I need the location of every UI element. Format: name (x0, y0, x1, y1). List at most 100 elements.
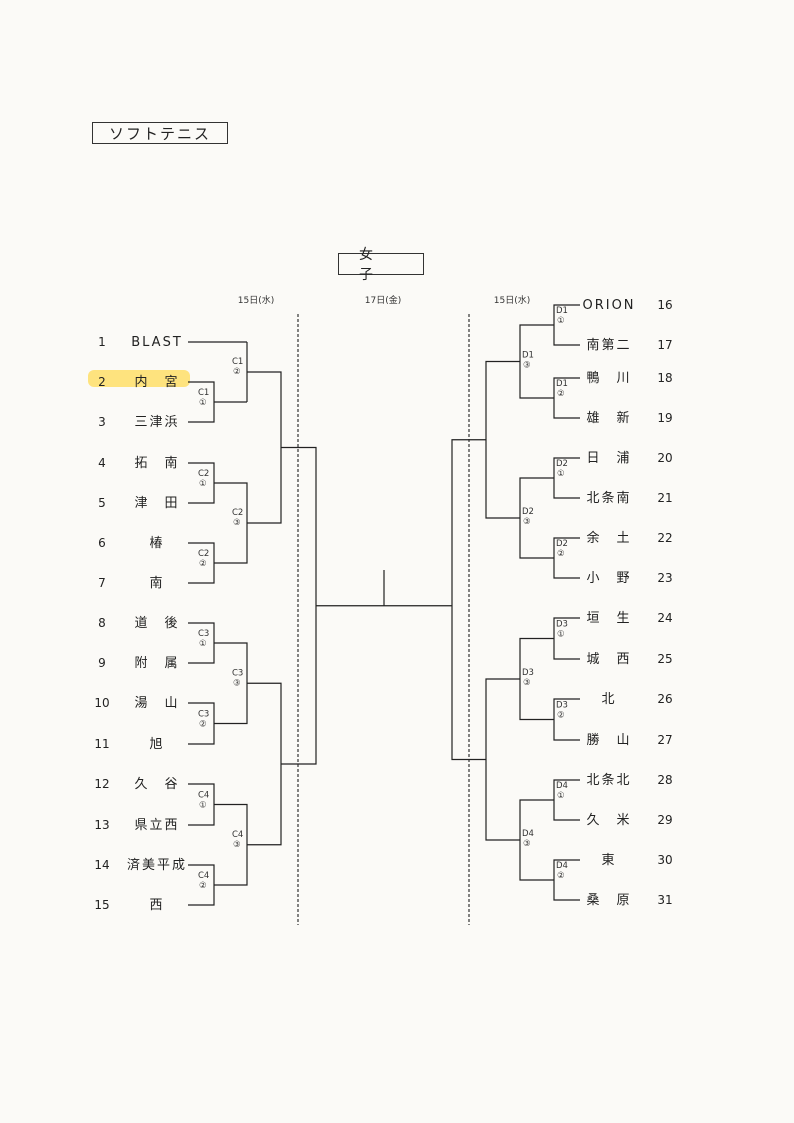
seed-number: 31 (657, 893, 672, 907)
team-name: 余 土 (586, 530, 631, 546)
team-name: 勝 山 (586, 733, 631, 748)
team-name: 垣 生 (586, 611, 631, 626)
team-name: 湯 山 (134, 696, 179, 711)
date-right: 15日(水) (494, 294, 530, 306)
team-name: 北条南 (586, 490, 631, 506)
seed-number: 28 (657, 773, 672, 787)
match-round-d2-1: ① (557, 469, 565, 479)
highlight-marker (88, 370, 190, 387)
match-label-d3-3: D3 (522, 668, 534, 678)
team-name: BLAST (131, 335, 183, 350)
seed-number: 24 (657, 611, 672, 625)
bracket-line (247, 371, 282, 524)
match-round-c1-1: ① (199, 398, 207, 408)
team-name: 桑 原 (586, 893, 631, 908)
bracket-line (485, 360, 520, 519)
seed-number: 16 (657, 298, 672, 312)
match-label-d3-2: D3 (556, 701, 568, 711)
match-label-d4-1: D4 (556, 781, 568, 791)
seed-number: 14 (94, 858, 109, 872)
team-name: 椿 (149, 536, 164, 551)
seed-number: 30 (657, 853, 672, 867)
match-label-c4-3: C4 (232, 830, 243, 840)
seed-number: 26 (657, 692, 672, 706)
seed-number: 21 (657, 491, 672, 505)
match-label-d2-1: D2 (556, 459, 568, 469)
match-label-d1-3: D1 (522, 351, 534, 361)
seed-number: 6 (98, 536, 106, 550)
match-round-c1-2: ② (233, 367, 241, 377)
match-round-d2-3: ③ (523, 517, 531, 527)
seed-number: 22 (657, 531, 672, 545)
seed-number: 7 (98, 576, 106, 590)
team-name: ORION (582, 298, 635, 313)
team-name: 北条北 (586, 772, 631, 788)
match-label-d1-2: D1 (556, 379, 568, 389)
seed-number: 29 (657, 813, 672, 827)
team-name: 拓 南 (134, 455, 179, 471)
team-name: 北 (601, 692, 616, 707)
seed-number: 11 (94, 737, 109, 751)
team-name: 県立西 (134, 818, 179, 833)
match-label-c2-1: C2 (198, 469, 209, 479)
seed-number: 8 (98, 616, 106, 630)
match-label-d1-1: D1 (556, 306, 568, 316)
match-round-d1-3: ③ (523, 361, 531, 371)
match-round-d4-2: ② (557, 871, 565, 881)
team-name: 津 田 (134, 496, 179, 511)
match-label-d4-3: D4 (522, 829, 534, 839)
team-name: 久 谷 (134, 777, 179, 792)
team-name: 南 (149, 575, 164, 591)
seed-number: 19 (657, 411, 672, 425)
team-name: 雄 新 (586, 410, 631, 426)
match-label-d4-2: D4 (556, 861, 568, 871)
seed-number: 27 (657, 733, 672, 747)
seed-number: 18 (657, 371, 672, 385)
team-name: 鴨 川 (586, 371, 631, 386)
team-name: 久 米 (586, 813, 631, 828)
match-label-c1-2: C1 (232, 357, 243, 367)
match-round-d4-3: ③ (523, 839, 531, 849)
match-round-c4-1: ① (199, 801, 207, 811)
match-round-d2-2: ② (557, 549, 565, 559)
team-name: 南第二 (586, 337, 631, 353)
match-round-c3-1: ① (199, 639, 207, 649)
team-name: 日 浦 (586, 451, 631, 466)
seed-number: 4 (98, 456, 106, 470)
bracket-line (214, 482, 248, 564)
match-label-c4-2: C4 (198, 871, 209, 881)
team-name: 東 (601, 852, 616, 868)
match-round-d1-2: ② (557, 389, 565, 399)
date-left: 15日(水) (238, 294, 274, 306)
seed-number: 17 (657, 338, 672, 352)
seed-number: 1 (98, 335, 106, 349)
seed-number: 9 (98, 656, 106, 670)
match-label-d2-3: D2 (522, 507, 534, 517)
match-label-c3-1: C3 (198, 629, 209, 639)
seed-number: 25 (657, 652, 672, 666)
team-name: 道 後 (134, 616, 179, 631)
match-label-c3-2: C3 (198, 710, 209, 720)
match-round-d3-1: ① (557, 630, 565, 640)
match-label-c1-1: C1 (198, 388, 209, 398)
match-round-c2-3: ③ (233, 518, 241, 528)
bracket-line (214, 803, 248, 886)
team-name: 旭 (149, 737, 164, 752)
bracket-line (214, 642, 248, 725)
match-round-c2-1: ① (199, 479, 207, 489)
seed-number: 23 (657, 571, 672, 585)
match-label-c2-2: C2 (198, 549, 209, 559)
match-label-d3-1: D3 (556, 620, 568, 630)
seed-number: 12 (94, 777, 109, 791)
bracket-line (451, 439, 486, 761)
match-round-c3-2: ② (199, 720, 207, 730)
match-round-d3-3: ③ (523, 678, 531, 688)
match-round-d4-1: ① (557, 791, 565, 801)
seed-number: 5 (98, 496, 106, 510)
seed-number: 2 (98, 375, 106, 389)
team-name: 済美平成 (127, 857, 187, 873)
team-name: 三津浜 (134, 415, 179, 430)
match-round-c4-2: ② (199, 881, 207, 891)
bracket-line (485, 678, 520, 841)
team-name: 附 属 (134, 656, 179, 671)
